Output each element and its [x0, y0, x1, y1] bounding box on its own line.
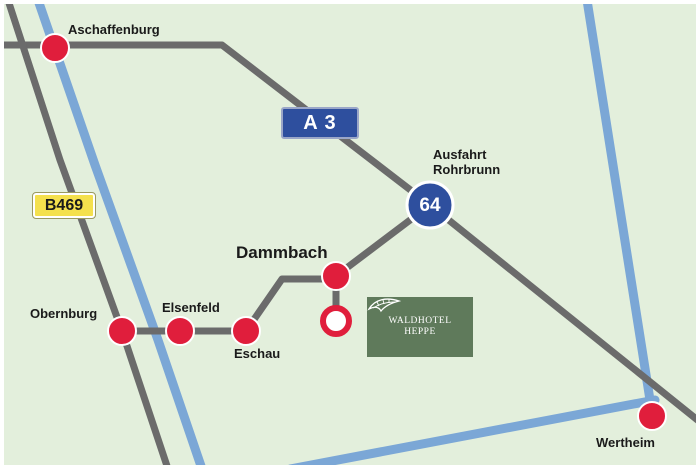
rivers [33, 0, 660, 469]
river-south [285, 395, 660, 469]
marker-elsenfeld [165, 316, 195, 346]
hotel-name-line2: HEPPE [404, 327, 436, 337]
marker-wertheim [637, 401, 667, 431]
label-obernburg: Obernburg [30, 306, 98, 321]
label-dammbach: Dammbach [236, 243, 328, 262]
exit-shield [405, 180, 455, 230]
autobahn-shield: A 3 [281, 107, 359, 139]
place-markers [40, 33, 667, 431]
hotel-logo: WALDHOTEL HEPPE [367, 297, 473, 357]
label-aschaffenburg: Aschaffenburg [68, 22, 160, 37]
marker-obernburg [107, 316, 137, 346]
marker-eschau [231, 316, 261, 346]
exit-number: 64 [419, 195, 441, 216]
road-b469 [4, 0, 172, 469]
marker-aschaffenburg [40, 33, 70, 63]
federal-road-shield: B469 [32, 192, 96, 219]
label-exit-line1: Ausfahrt [433, 147, 487, 162]
river-east [582, 0, 655, 405]
hotel-name-line1: WALDHOTEL [388, 316, 452, 327]
label-elsenfeld: Elsenfeld [162, 300, 220, 315]
label-eschau: Eschau [234, 346, 281, 361]
label-exit-line2: Rohrbrunn [433, 162, 501, 177]
map-background [4, 4, 696, 465]
label-wertheim: Wertheim [596, 435, 655, 450]
river-main-west [33, 0, 207, 469]
leaf-logo-icon [367, 298, 401, 313]
hotel-location-marker [320, 305, 352, 337]
marker-dammbach [321, 261, 351, 291]
